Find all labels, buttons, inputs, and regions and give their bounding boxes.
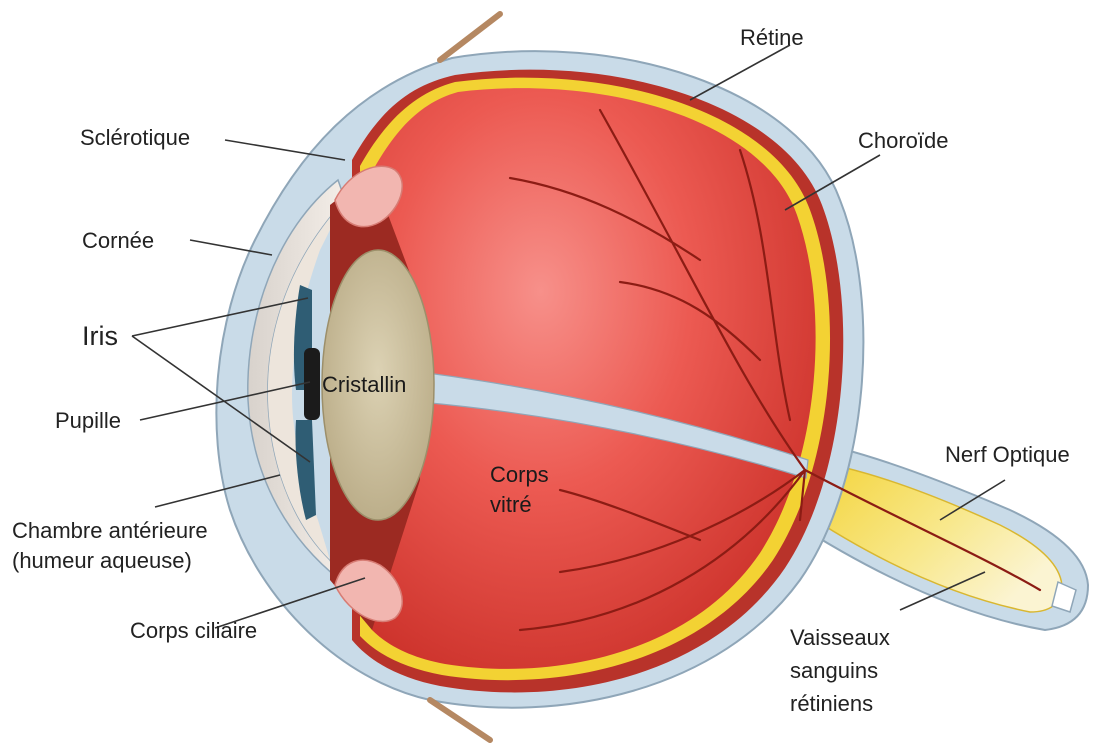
label-corps-ciliaire: Corps ciliaire: [130, 618, 257, 643]
label-vaisseaux-line2: sanguins: [790, 658, 878, 683]
label-choroide: Choroïde: [858, 128, 949, 153]
label-corps-vitre-line1: Corps: [490, 462, 549, 487]
label-sclerotique: Sclérotique: [80, 125, 190, 150]
label-pupille: Pupille: [55, 408, 121, 433]
label-retine: Rétine: [740, 25, 804, 50]
label-iris: Iris: [82, 321, 118, 351]
label-vaisseaux-line3: rétiniens: [790, 691, 873, 716]
label-vaisseaux-line1: Vaisseaux: [790, 625, 890, 650]
label-cristallin: Cristallin: [322, 372, 406, 397]
label-chambre-line2: (humeur aqueuse): [12, 548, 192, 573]
label-chambre-line1: Chambre antérieure: [12, 518, 208, 543]
label-nerf-optique: Nerf Optique: [945, 442, 1070, 467]
pupil-opening: [304, 348, 320, 420]
label-corps-vitre-line2: vitré: [490, 492, 532, 517]
label-cornee: Cornée: [82, 228, 154, 253]
